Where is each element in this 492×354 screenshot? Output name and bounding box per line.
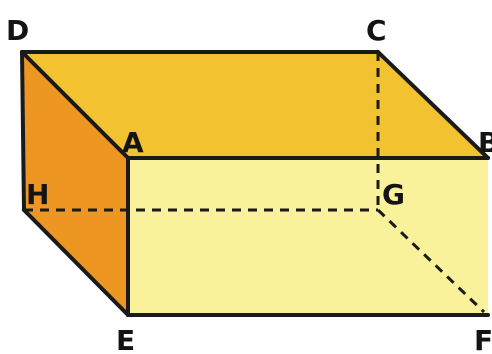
hidden-edge-GF	[376, 208, 486, 314]
vertex-label-b: B	[478, 126, 492, 159]
front-face-ABFE	[128, 158, 488, 315]
vertex-label-a: A	[122, 126, 144, 159]
vertex-label-e: E	[116, 324, 135, 354]
vertex-label-f: F	[474, 324, 492, 354]
edge-CB	[376, 50, 490, 160]
vertex-label-g: G	[382, 178, 405, 211]
vertex-label-d: D	[6, 14, 29, 47]
vertex-label-h: H	[26, 178, 49, 211]
top-face-ABCD	[22, 52, 488, 158]
left-face-ADHE	[22, 52, 128, 315]
edge-HE	[22, 208, 130, 317]
edge-DH	[20, 50, 26, 212]
vertex-label-c: C	[366, 14, 387, 47]
edge-DA	[20, 50, 130, 160]
